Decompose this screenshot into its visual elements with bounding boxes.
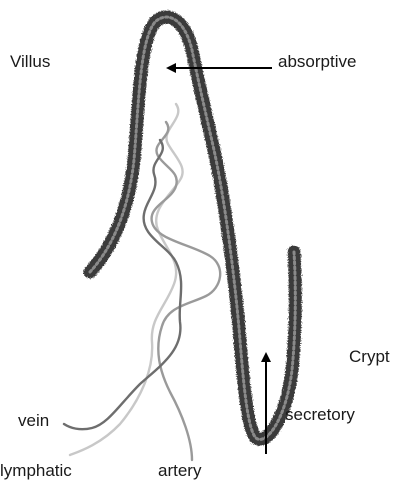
epithelium-outline: [90, 17, 295, 439]
lymphatic-vessel: [70, 104, 183, 455]
artery-label: artery: [158, 461, 202, 480]
artery-vessel: [152, 122, 221, 460]
vein-label: vein: [18, 411, 49, 430]
lymphatic-label: lymphatic: [0, 461, 72, 480]
villus-label: Villus: [10, 52, 50, 71]
vein-vessel: [64, 140, 181, 429]
crypt-label: Crypt: [349, 347, 390, 366]
absorptive-label: absorptive: [278, 52, 356, 71]
secretory-label: secretory: [285, 405, 355, 424]
